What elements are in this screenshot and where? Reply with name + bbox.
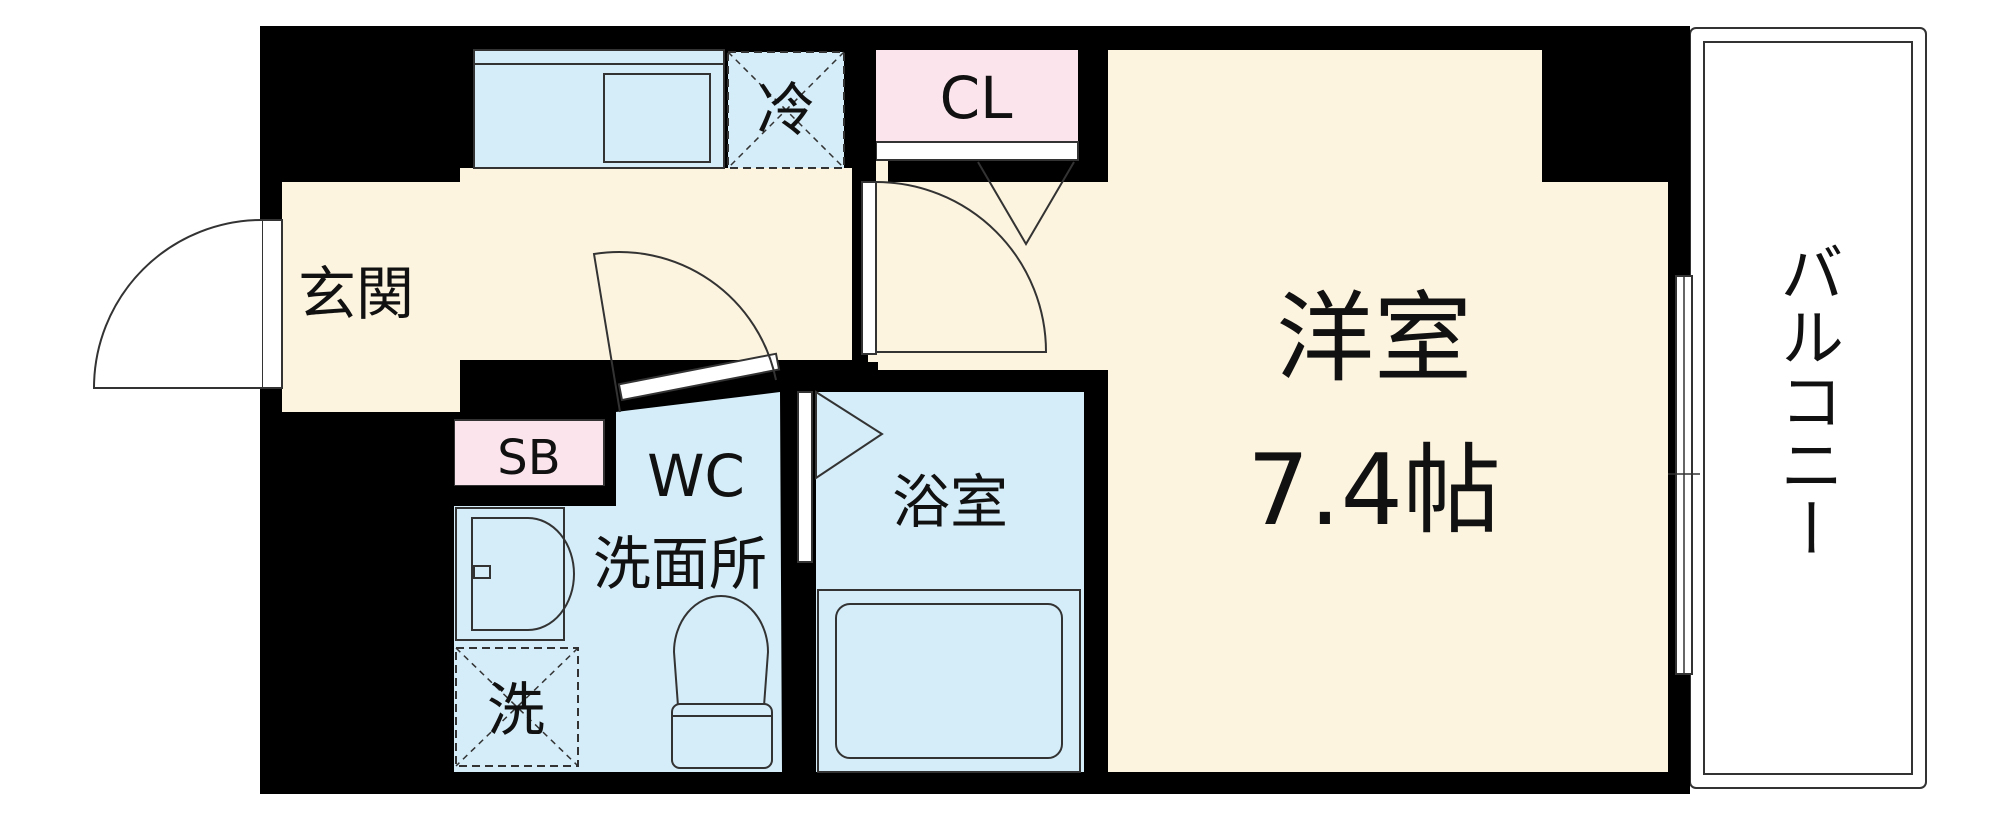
washroom-label: 洗面所: [593, 530, 767, 598]
closet-door: [875, 141, 1079, 161]
wall-sb-left: [436, 412, 454, 782]
washer-label: 洗: [487, 676, 545, 744]
bathtub-inner: [835, 603, 1063, 759]
room-door-frame: [861, 181, 877, 355]
hall-floor: [282, 168, 852, 412]
closet-area: [876, 50, 1078, 142]
wall-sb-under: [454, 486, 614, 506]
toilet: [671, 595, 773, 769]
balcony: [1689, 27, 1927, 789]
fridge-label: 冷: [757, 76, 815, 144]
bath-label: 浴室: [892, 468, 1008, 536]
entrance-label: 玄関: [298, 260, 414, 328]
closet-label: CL: [940, 64, 1013, 132]
bath-floor: [816, 392, 1084, 772]
western-room-name: 洋室: [1276, 282, 1472, 396]
wc-door-swing: [592, 251, 777, 413]
wc-door: [617, 352, 781, 402]
wall-wet-right: [1084, 370, 1108, 780]
balcony-label: バルコニー: [1769, 240, 1843, 560]
kitchen-sink: [603, 73, 711, 163]
wash-basin: [455, 507, 575, 641]
bath-door-swing: [815, 390, 884, 480]
entrance-door-swing: [92, 219, 263, 389]
wc-label: WC: [647, 442, 745, 510]
entrance-door-frame: [261, 219, 283, 389]
western-room-floor: [872, 50, 1668, 772]
wall-wet-top: [794, 370, 1100, 392]
western-room-size: 7.4帖: [1247, 434, 1501, 548]
shoe-box-label: SB: [497, 430, 560, 486]
bathtub: [817, 589, 1081, 773]
bath-door: [797, 391, 813, 563]
room-door-swing: [875, 181, 1048, 353]
kitchen-counter: [473, 49, 725, 169]
washer-space: [455, 647, 579, 767]
fridge-space: [727, 51, 845, 169]
closet-door-swing: [977, 161, 1075, 246]
